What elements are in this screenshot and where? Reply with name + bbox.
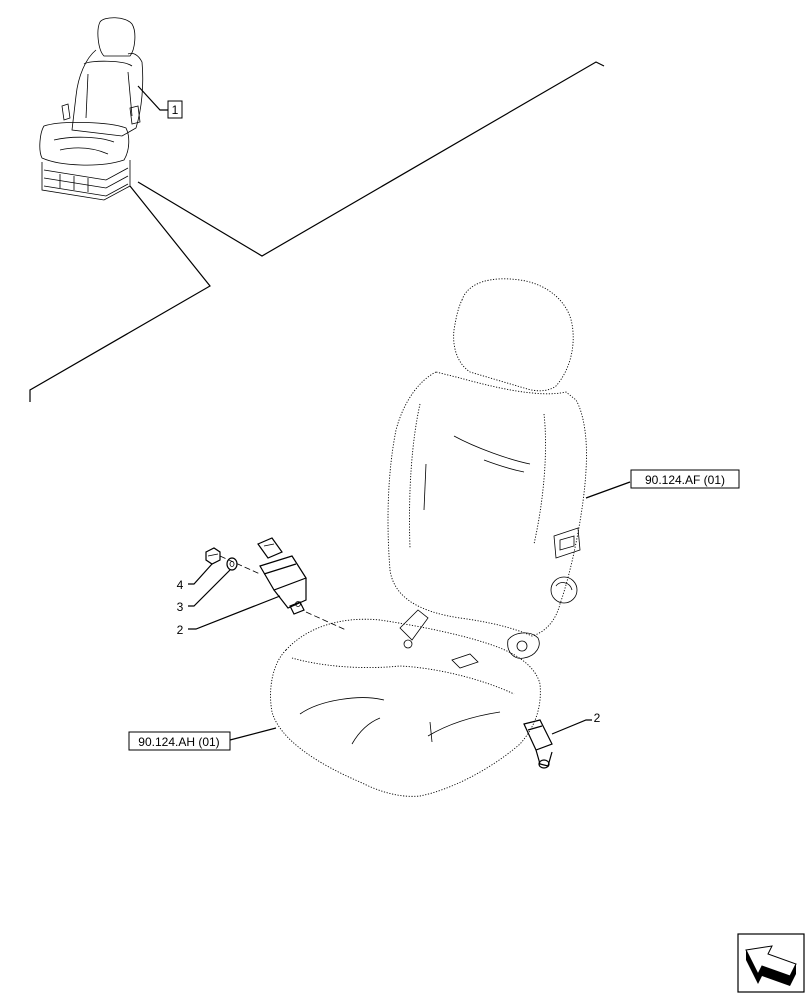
seat-cushion [270,609,541,797]
leader-line-cushion-ref [229,727,277,741]
zoom-line-upper [137,61,605,257]
ref-label-backrest: 90.124.AF (01) [645,473,725,487]
assembly-line [219,555,347,631]
seat-backrest [387,278,587,659]
callout-label-2-right: 2 [594,711,601,725]
bolt-part [205,547,221,565]
leader-line-2-right [551,719,592,735]
navigation-arrow-icon[interactable] [737,933,805,993]
leader-line-ref-1 [137,85,168,111]
callout-label-1: 1 [172,103,179,117]
belt-anchor-left [257,537,307,615]
leader-line-3 [188,569,231,607]
leader-line-backrest-ref [585,481,631,499]
overview-seat-thumbnail [39,17,144,201]
ref-box-cushion[interactable] [128,731,231,751]
ref-label-cushion: 90.124.AH (01) [138,735,219,749]
zoom-line-lower [29,185,211,402]
callout-label-3: 3 [177,600,184,614]
callout-label-2-left: 2 [177,623,184,637]
ref-box-backrest[interactable] [630,469,740,489]
leader-line-2-left [188,595,281,630]
callout-label-4: 4 [177,578,184,592]
belt-buckle-right [523,719,553,769]
leader-line-4 [188,563,213,585]
callout-box-1[interactable] [167,100,183,119]
